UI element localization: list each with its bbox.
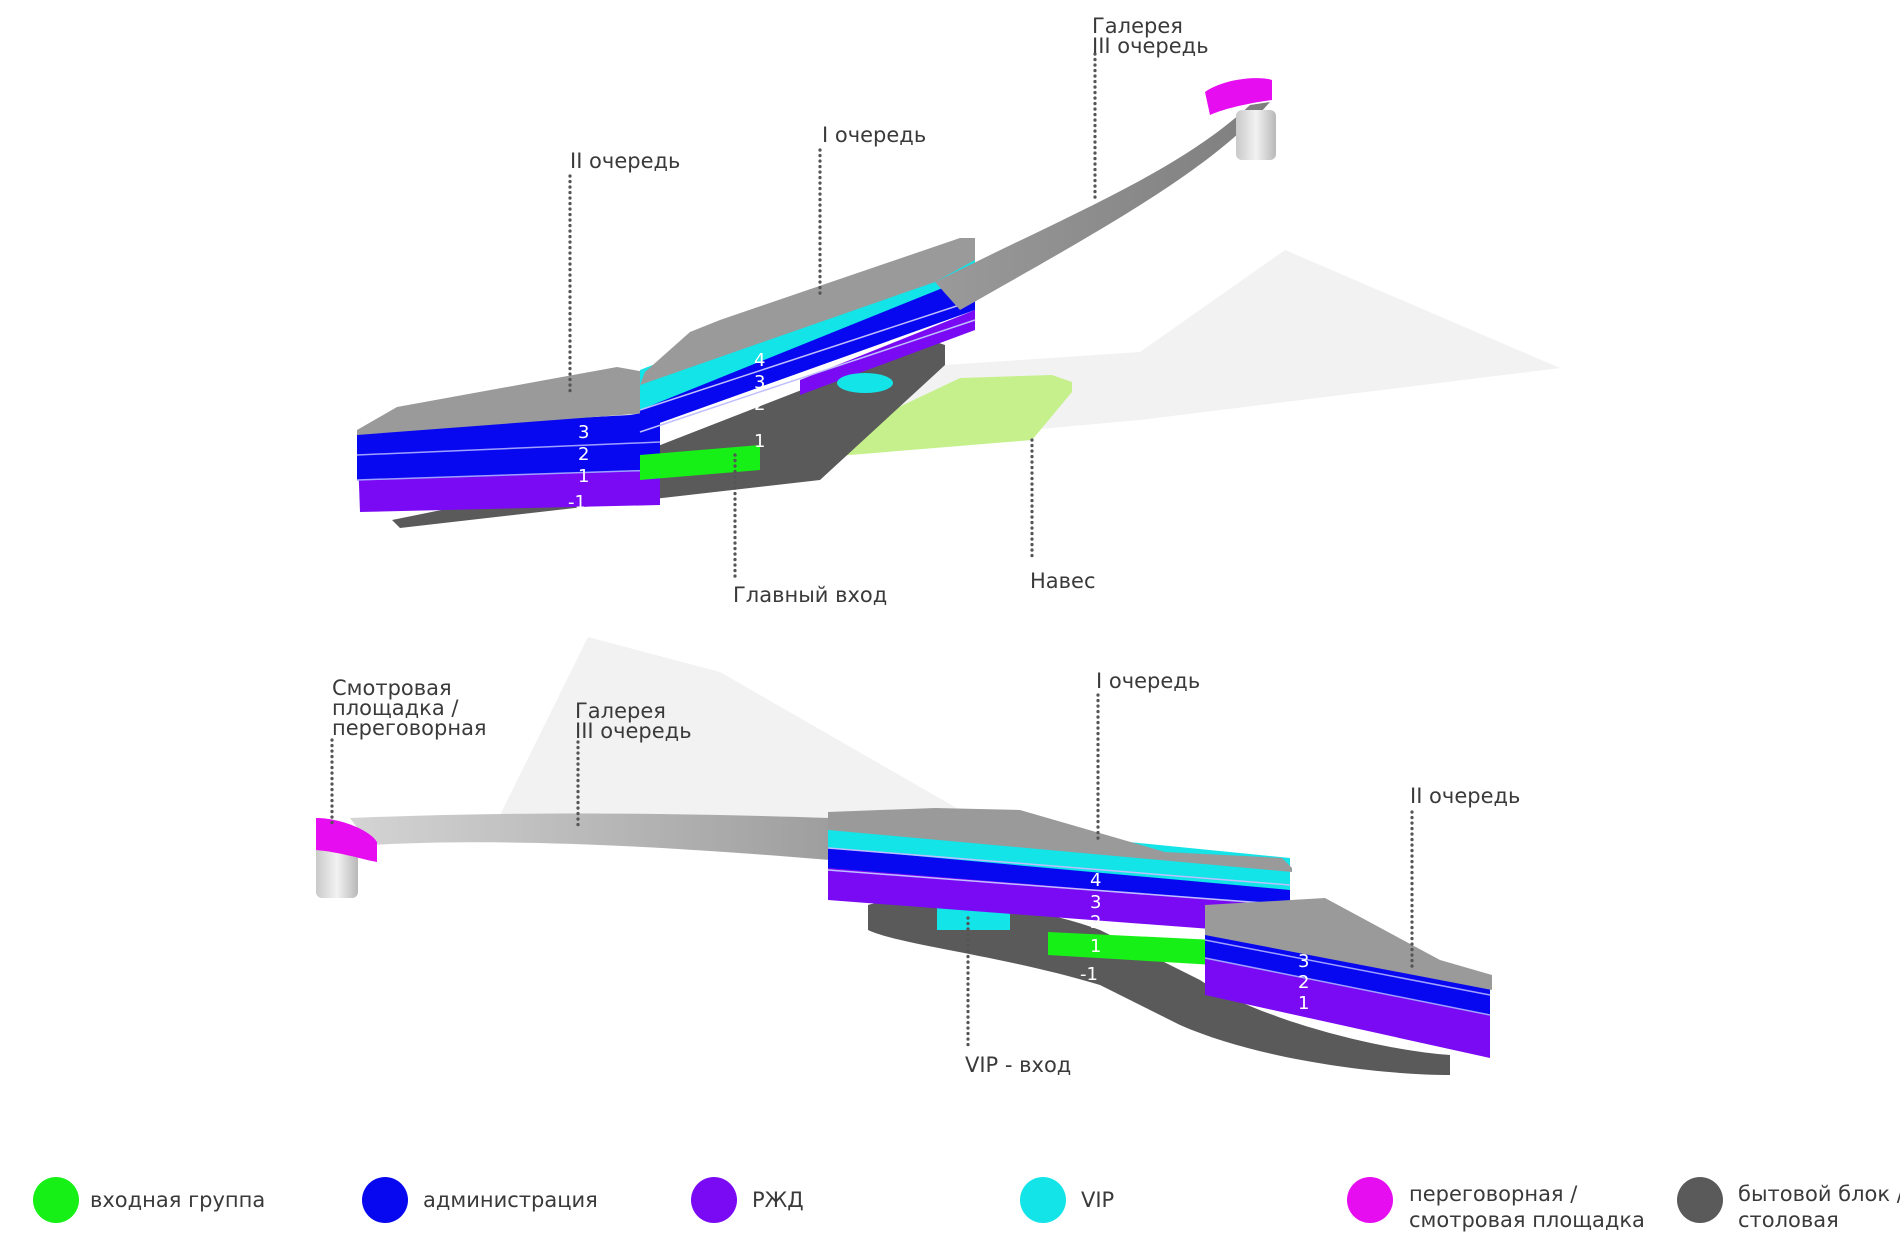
bottom-observation-label-line1: Смотровая [332, 676, 452, 700]
top-gallery [935, 78, 1276, 310]
top-basement-slab [392, 340, 945, 528]
top-phase1-label: I очередь [822, 123, 926, 147]
bottom-observation-label-line2: площадка / [332, 696, 459, 720]
bottom-phase2-floor-2: 2 [1298, 972, 1309, 993]
bottom-canopy-plane [500, 637, 960, 822]
legend-item-meeting: переговорная / смотровая площадка [1347, 1177, 1645, 1232]
top-canopy-green [815, 375, 1072, 456]
bottom-phase1-floor-minus1: -1 [1080, 964, 1098, 985]
top-phase2-floor-1: 1 [578, 466, 589, 487]
legend-label-utility-line1: бытовой блок / [1738, 1182, 1900, 1206]
bottom-gallery-label-line1: Галерея [575, 699, 666, 723]
bottom-view: 4 3 2 1 -1 3 2 1 Смотровая площадка / пе… [316, 637, 1520, 1077]
bottom-phase1-floor-3: 3 [1090, 892, 1101, 913]
top-canopy-label: Навес [1030, 569, 1096, 593]
bottom-phase2-label: II очередь [1410, 784, 1520, 808]
legend: входная группа администрация РЖД VIP пер… [33, 1177, 1900, 1232]
legend-label-rzd: РЖД [752, 1188, 804, 1212]
top-phase1-floor-1: 1 [754, 431, 765, 452]
top-phase1-floor-2: 2 [754, 394, 765, 415]
legend-item-vip: VIP [1020, 1177, 1114, 1223]
legend-swatch-administration [362, 1177, 408, 1223]
bottom-vip-entrance-label: VIP - вход [965, 1053, 1071, 1077]
bottom-phase2-floor-1: 1 [1298, 993, 1309, 1014]
legend-label-meeting-line2: смотровая площадка [1409, 1208, 1645, 1232]
top-main-entrance-label: Главный вход [733, 583, 887, 607]
legend-swatch-utility [1677, 1177, 1723, 1223]
top-phase1-block [639, 238, 976, 480]
legend-item-utility: бытовой блок / столовая [1677, 1177, 1900, 1232]
bottom-phase2-floor-3: 3 [1298, 951, 1309, 972]
bottom-phase1-block [827, 808, 1292, 965]
bottom-phase1-label: I очередь [1096, 669, 1200, 693]
legend-item-administration: администрация [362, 1177, 598, 1223]
bottom-phase1-floor-1: 1 [1090, 936, 1101, 957]
bottom-phase2-block [1204, 898, 1492, 1058]
top-gallery-label-line2: III очередь [1092, 34, 1209, 58]
top-phase1-floor-4: 4 [754, 350, 765, 371]
top-gallery-label-line1: Галерея [1092, 14, 1183, 38]
top-view: 3 2 1 -1 4 3 2 1 Галерея III очередь I о… [356, 14, 1560, 607]
top-phase2-block [356, 367, 661, 512]
top-phase1-floor-3: 3 [754, 372, 765, 393]
bottom-phase1-floor-4: 4 [1090, 870, 1101, 891]
legend-label-entrance: входная группа [90, 1188, 265, 1212]
legend-swatch-rzd [691, 1177, 737, 1223]
bottom-observation-label-line3: переговорная [332, 716, 487, 740]
bottom-phase1-floor-2: 2 [1090, 912, 1101, 933]
top-phase2-floor-3: 3 [578, 422, 589, 443]
bottom-basement-slab [868, 900, 1450, 1075]
top-phase2-label: II очередь [570, 149, 680, 173]
legend-item-rzd: РЖД [691, 1177, 804, 1223]
legend-swatch-entrance [33, 1177, 79, 1223]
top-phase2-floor-2: 2 [578, 444, 589, 465]
legend-swatch-meeting [1347, 1177, 1393, 1223]
top-phase2-floor-minus1: -1 [568, 492, 586, 513]
bottom-gallery-label-line2: III очередь [575, 719, 692, 743]
legend-label-meeting-line1: переговорная / [1409, 1182, 1578, 1206]
legend-swatch-vip [1020, 1177, 1066, 1223]
legend-item-entrance: входная группа [33, 1177, 265, 1223]
legend-label-vip: VIP [1081, 1188, 1114, 1212]
legend-label-administration: администрация [423, 1188, 598, 1212]
legend-label-utility-line2: столовая [1738, 1208, 1839, 1232]
bottom-gallery [316, 813, 830, 898]
